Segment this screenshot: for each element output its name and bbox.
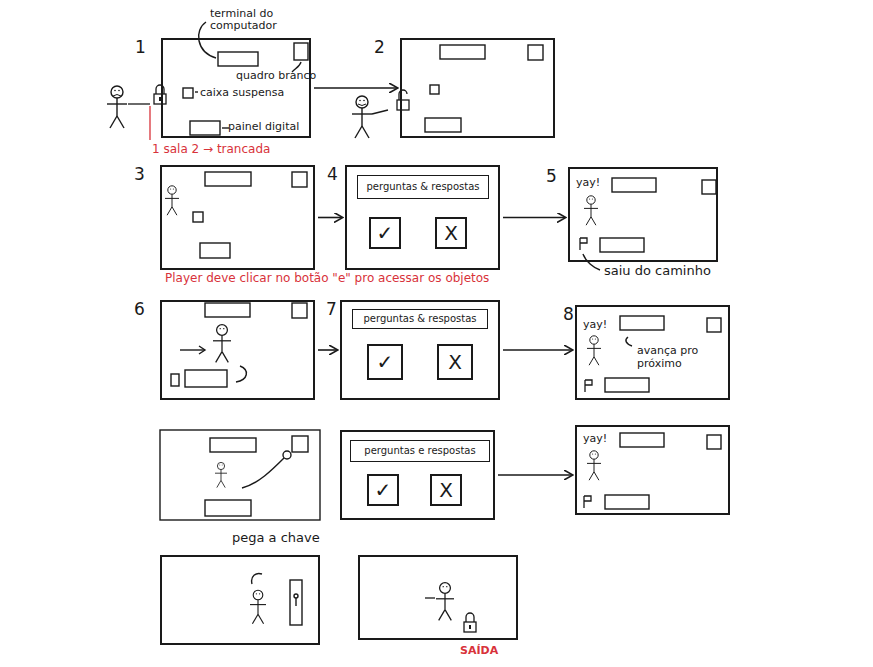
storyboard-panel: perguntas e respostas ✓ X <box>340 430 495 520</box>
answer-mark: ✓ <box>377 222 394 245</box>
annotation: quadro branco <box>236 70 316 82</box>
answer-box: X <box>430 474 462 506</box>
red-annotation: Player deve clicar no botão "e" pro aces… <box>165 272 489 285</box>
question-box: perguntas & respostas <box>357 175 489 199</box>
answer-box: X <box>435 217 467 249</box>
storyboard-panel: pega a chave <box>160 555 320 645</box>
annotation: painel digital <box>228 121 299 133</box>
flow-arrow <box>503 217 565 219</box>
storyboard-panel: 2 <box>400 38 555 138</box>
answer-mark: ✓ <box>375 479 392 502</box>
answer-box: ✓ <box>367 344 403 380</box>
flow-arrow <box>503 349 572 351</box>
panel-number: 5 <box>546 167 557 187</box>
question-title: perguntas & respostas <box>363 313 476 325</box>
panel-number: 8 <box>563 305 574 325</box>
answer-mark: X <box>448 351 462 374</box>
storyboard-panel: 7perguntas & respostas✓X <box>340 300 500 400</box>
flow-arrow <box>498 474 572 476</box>
answer-mark: X <box>444 222 458 245</box>
panel-note: yay! <box>576 177 600 190</box>
answer-mark: X <box>439 479 453 502</box>
room-objects <box>160 22 721 625</box>
annotation: terminal do computador <box>210 8 305 32</box>
panel-note: avança pro próximo <box>637 345 709 370</box>
storyboard-panel: 5yay! <box>568 167 718 262</box>
storyboard-panel: 3 <box>160 165 315 270</box>
storyboard-panel: 8yay!avança pro próximo <box>575 305 730 400</box>
annotation: caixa suspensa <box>200 87 284 99</box>
panel-number: 7 <box>326 300 337 320</box>
answer-box: X <box>437 344 473 380</box>
panel-number: 2 <box>374 38 385 58</box>
annotation: saiu do caminho <box>604 264 711 278</box>
panel-caption: pega a chave <box>232 531 320 546</box>
question-title: perguntas e respostas <box>364 445 475 457</box>
exit-label: SAÍDA <box>460 645 498 658</box>
storyboard-panel: 6 <box>160 300 315 400</box>
flow-arrow <box>318 217 342 219</box>
flow-arrow <box>318 349 337 351</box>
question-box: perguntas e respostas <box>350 440 490 462</box>
storyboard-panel: yay! <box>575 425 730 515</box>
panel-note: yay! <box>583 433 607 446</box>
storyboard-panel: SAÍDA <box>358 555 518 640</box>
answer-box: ✓ <box>367 474 399 506</box>
question-title: perguntas & respostas <box>366 181 479 193</box>
flow-arrow <box>314 87 397 89</box>
panel-number: 4 <box>327 165 338 185</box>
panel-number: 1 <box>135 38 146 58</box>
panel-note: yay! <box>583 319 607 332</box>
panel-number: 6 <box>134 300 145 320</box>
answer-box: ✓ <box>369 217 401 249</box>
storyboard-panel: 4perguntas & respostas✓X <box>345 165 500 270</box>
answer-mark: ✓ <box>377 351 394 374</box>
question-box: perguntas & respostas <box>352 309 488 329</box>
panel-number: 3 <box>134 165 145 185</box>
red-annotation: 1 sala 2 → trancada <box>152 143 270 156</box>
